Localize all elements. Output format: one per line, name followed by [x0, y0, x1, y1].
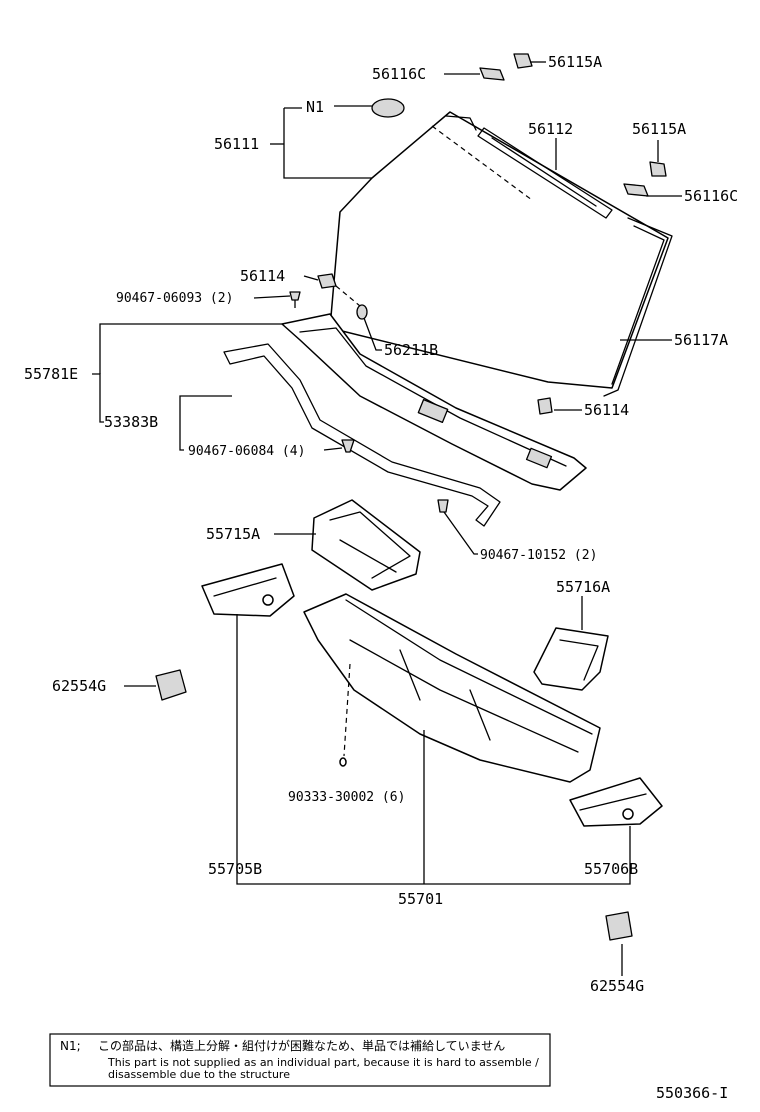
label-90467-10152: 90467-10152 (2) [480, 548, 597, 563]
label-56211B: 56211B [384, 341, 438, 359]
label-62554G-left: 62554G [52, 677, 106, 695]
label-55701: 55701 [398, 890, 443, 908]
molding-56112 [477, 127, 613, 219]
clip-56116C-right [623, 183, 649, 197]
cowl-top-panel-55701 [303, 593, 601, 783]
spacer-56114-mid [537, 397, 553, 415]
clip-90467-06084 [341, 439, 355, 453]
cushion-62554G-bottom [605, 911, 633, 941]
label-55706B: 55706B [584, 860, 638, 878]
label-56111: 56111 [214, 135, 259, 153]
label-62554G-bottom: 62554G [590, 977, 644, 995]
leader-lines [92, 61, 682, 976]
label-55716A: 55716A [556, 578, 610, 596]
clip-90467-10152 [437, 499, 449, 513]
note-english-line-2: disassemble due to the structure [108, 1068, 290, 1081]
cowl-seal-53383B [223, 343, 501, 527]
label-55715A: 55715A [206, 525, 260, 543]
bolt-90333-30002 [339, 757, 347, 767]
panel-55716A [533, 627, 609, 691]
spacer-56114-top [317, 273, 337, 289]
label-90467-06084: 90467-06084 (4) [188, 444, 305, 459]
panel-55715A [311, 499, 421, 591]
label-53383B: 53383B [104, 413, 158, 431]
document-id: 550366-I [656, 1084, 728, 1102]
glass-stopper-n1 [371, 98, 405, 118]
note-english-line-1: This part is not supplied as an individu… [107, 1056, 539, 1069]
label-56114-mid: 56114 [584, 401, 629, 419]
label-56112: 56112 [528, 120, 573, 138]
label-90333-30002: 90333-30002 (6) [288, 790, 405, 805]
note-japanese-text: この部品は、構造上分解・組付けが困難なため、単品では補給していません [98, 1038, 505, 1053]
fastener-56211B [356, 304, 368, 320]
label-56117A: 56117A [674, 331, 728, 349]
clip-56116C-top [479, 67, 505, 81]
label-56116C-top: 56116C [372, 65, 426, 83]
note-marker: N1; [60, 1039, 81, 1053]
bracket-55706B [569, 777, 663, 827]
clip-56115A-top [513, 53, 533, 69]
clip-56115A-right [649, 161, 667, 177]
label-90467-06093: 90467-06093 (2) [116, 291, 233, 306]
clip-90467-06093 [289, 291, 301, 308]
bracket-55705B [201, 563, 295, 617]
note-box: N1; この部品は、構造上分解・組付けが困難なため、単品では補給していません T… [49, 1033, 551, 1087]
weatherstrip-56117A [445, 115, 673, 397]
label-56115A-right: 56115A [632, 120, 686, 138]
cowl-louver-55781E [281, 313, 587, 491]
label-n1: N1 [306, 98, 324, 116]
cushion-62554G-left [155, 669, 187, 701]
label-55781E: 55781E [24, 365, 78, 383]
windshield-glass [329, 111, 669, 389]
label-56114-top: 56114 [240, 267, 285, 285]
label-56115A-top: 56115A [548, 53, 602, 71]
label-56116C-right: 56116C [684, 187, 738, 205]
label-55705B: 55705B [208, 860, 262, 878]
